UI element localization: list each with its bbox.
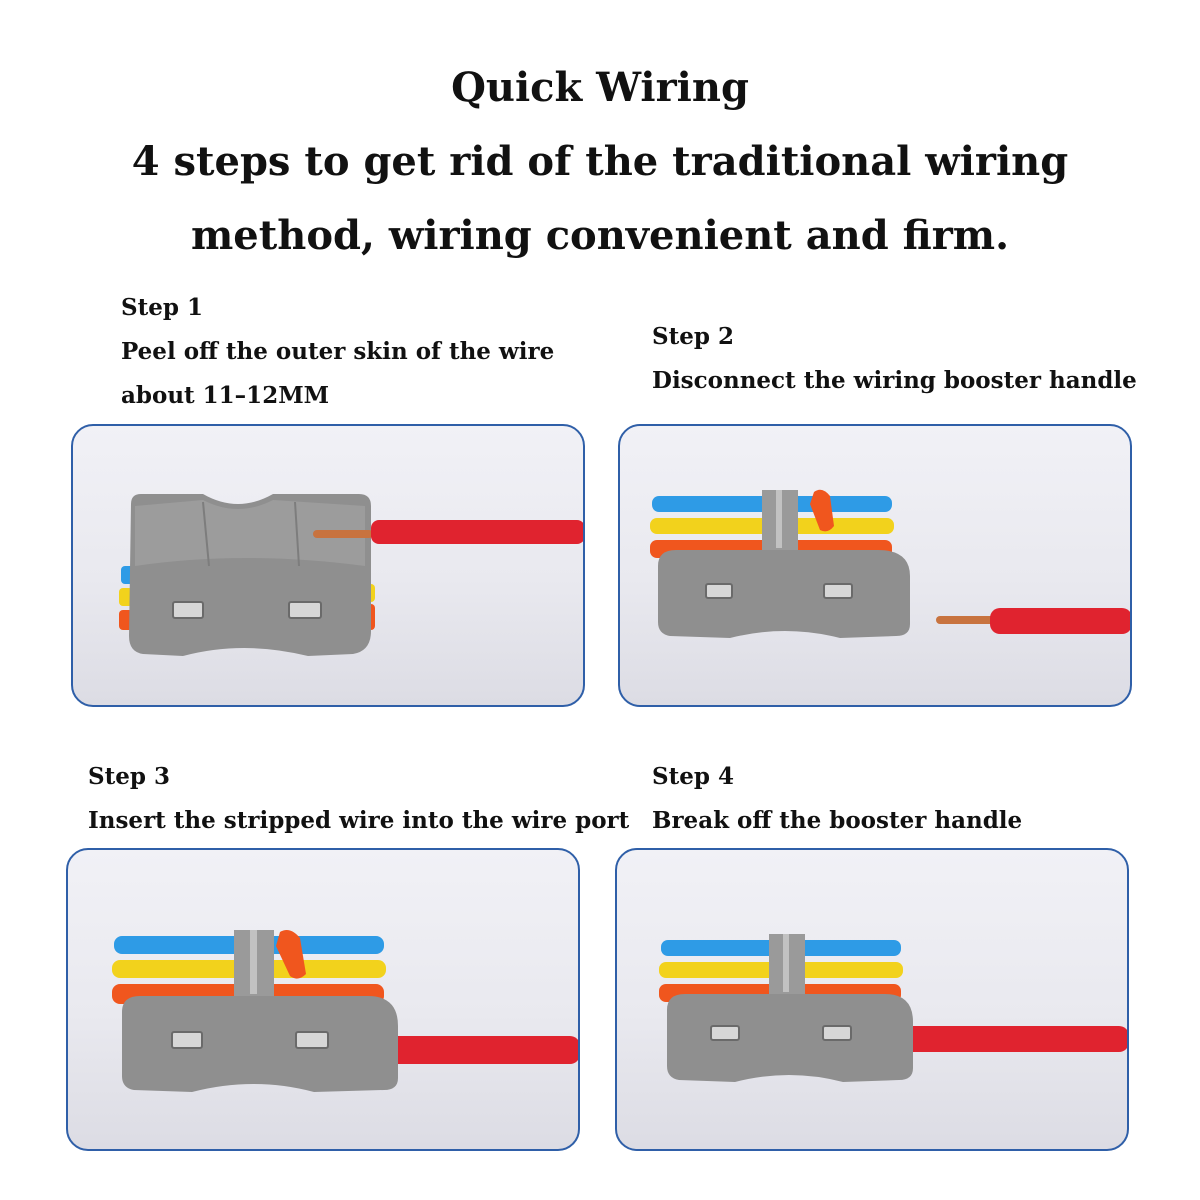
step-4-text: Break off the booster handle [652,807,1023,834]
step-4-label: Step 4 [652,763,734,790]
step-2-label: Step 2 [652,323,734,350]
subtitle-line-1: 4 steps to get rid of the traditional wi… [131,138,1069,185]
step-1-text-line-1: Peel off the outer skin of the wire [121,338,555,365]
page-title: Quick Wiring [451,64,749,111]
step-3-text: Insert the stripped wire into the wire p… [88,807,630,834]
step-2-block: Step 2 Disconnect the wiring booster han… [652,315,1137,403]
step-1-photo [71,424,585,707]
step-1-block: Step 1 Peel off the outer skin of the wi… [121,286,554,418]
step-2-photo [618,424,1132,707]
step-4-block: Step 4 Break off the booster handle [652,755,1022,843]
step-3-label: Step 3 [88,763,170,790]
subtitle-line-2: method, wiring convenient and firm. [190,212,1010,259]
step-3-photo [66,848,580,1151]
step-3-block: Step 3 Insert the stripped wire into the… [88,755,629,843]
step-1-text-line-2: about 11–12MM [121,382,330,409]
step-1-label: Step 1 [121,294,203,321]
step-2-text: Disconnect the wiring booster handle [652,367,1137,394]
step-4-photo [615,848,1129,1151]
